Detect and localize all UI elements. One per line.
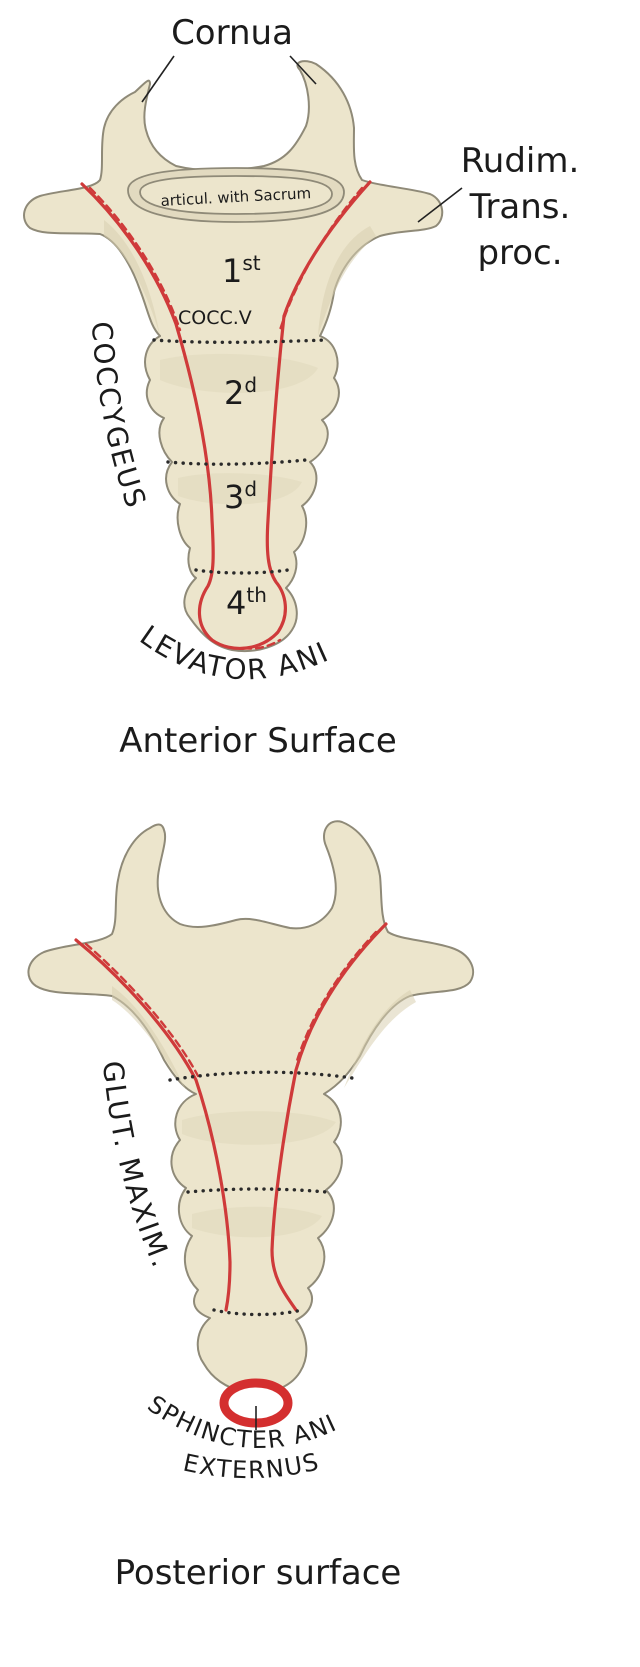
trans-proc-leader xyxy=(417,187,463,223)
cornua-label: Cornua xyxy=(171,13,293,53)
v1-label: 1st xyxy=(222,251,261,290)
trans-proc-label-1: Rudim. xyxy=(461,141,580,181)
anterior-coccyx: articul. with Sacrum 1st COCC.V 2d 3d 4t… xyxy=(23,13,580,761)
anterior-shade-left xyxy=(104,220,160,336)
anterior-caption: Anterior Surface xyxy=(119,721,397,761)
posterior-shade-right xyxy=(344,990,416,1088)
v2-label: 2d xyxy=(224,373,257,412)
trans-proc-label-3: proc. xyxy=(477,233,562,273)
v4-label: 4th xyxy=(226,583,267,622)
externus-label: EXTERNUS xyxy=(181,1447,323,1484)
trans-proc-label-2: Trans. xyxy=(469,187,571,227)
anterior-muscle-left-dash xyxy=(88,186,182,332)
cornua-leader-right xyxy=(289,55,317,85)
cornua-leader-left xyxy=(141,55,175,103)
posterior-muscle-right xyxy=(270,922,388,1312)
posterior-caption: Posterior surface xyxy=(115,1553,402,1593)
anterior-joint-1 xyxy=(152,338,328,345)
anterior-muscle-left xyxy=(80,180,372,650)
posterior-joint-1 xyxy=(168,1070,354,1082)
posterior-shade-v2 xyxy=(182,1111,336,1145)
posterior-joint-2 xyxy=(186,1187,328,1194)
posterior-coccyx: GLUT. MAXIM. SPHINCTER ANI EXTERNUS Post… xyxy=(27,820,475,1593)
anterior-joint-2 xyxy=(166,458,308,466)
sacral-articulation-inner xyxy=(139,175,333,215)
posterior-muscle-left-dash xyxy=(84,942,200,1078)
posterior-joint-3 xyxy=(212,1308,304,1317)
posterior-muscle-right-dash xyxy=(294,930,378,1066)
v1-name-label: COCC.V xyxy=(178,307,252,329)
anterior-joint-3 xyxy=(194,568,290,575)
posterior-bone-outline xyxy=(27,820,475,1394)
posterior-muscle-left xyxy=(74,938,232,1312)
posterior-shade-left xyxy=(112,986,186,1090)
anterior-muscle-right-dash xyxy=(278,186,364,332)
glut-maxim-label: GLUT. MAXIM. xyxy=(96,1059,179,1273)
coccygeus-label: COCCYGEUS xyxy=(85,320,153,513)
v3-label: 3d xyxy=(224,477,257,516)
anterior-muscle-tip-dash xyxy=(242,638,282,650)
anterior-shade-right xyxy=(318,226,376,336)
